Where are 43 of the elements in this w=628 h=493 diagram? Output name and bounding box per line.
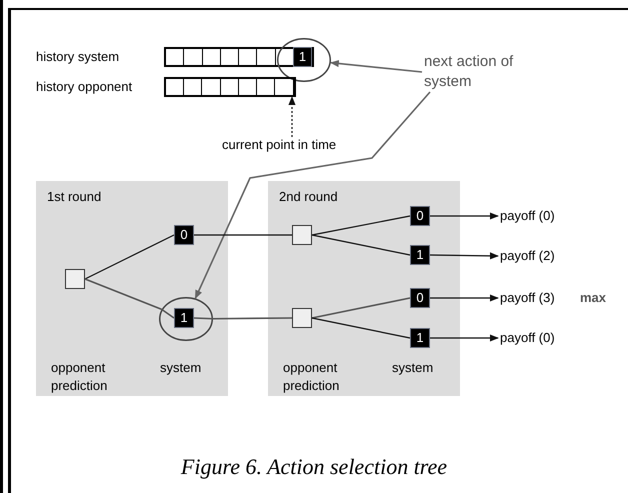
annotation-text: next action of system — [424, 52, 514, 92]
arrow — [288, 96, 296, 137]
arrow — [430, 252, 499, 260]
figure-caption: Figure 6. Action selection tree — [180, 453, 448, 481]
action-box: 1 — [410, 245, 430, 265]
connector-line — [84, 278, 162, 310]
connector-line — [194, 234, 292, 236]
row-label: history system — [36, 48, 120, 66]
action-box: 1 — [174, 308, 194, 328]
round-panel — [268, 181, 460, 396]
arrow — [430, 294, 499, 302]
prediction-box — [65, 269, 85, 289]
prediction-box — [292, 308, 312, 328]
column-label: opponent prediction — [51, 359, 108, 395]
connector-line — [213, 317, 292, 320]
payoff-label: payoff (0) — [500, 207, 556, 225]
connector-line — [312, 297, 410, 319]
payoff-label: payoff (0) — [500, 329, 556, 347]
arrow — [430, 212, 499, 220]
row-label: history opponent — [36, 78, 132, 96]
payoff-label: payoff (3) — [500, 289, 556, 307]
column-label: system — [392, 359, 434, 377]
action-box: 1 — [410, 328, 430, 348]
connector-line — [312, 215, 410, 236]
column-label: opponent prediction — [283, 359, 340, 395]
round-panel — [36, 181, 228, 396]
action-box: 0 — [410, 206, 430, 226]
arrow — [330, 60, 422, 73]
panel-heading: 1st round — [47, 188, 102, 206]
prediction-box — [292, 225, 312, 245]
panel-heading: 2nd round — [279, 188, 338, 206]
action-box: 1 — [293, 47, 312, 67]
connector-line — [312, 234, 410, 256]
connector-line — [312, 317, 410, 339]
column-label: system — [160, 359, 202, 377]
connector-line — [84, 234, 174, 280]
max-label: max — [580, 289, 606, 307]
payoff-label: payoff (2) — [500, 247, 556, 265]
action-box: 0 — [174, 225, 194, 245]
annotation-text: current point in time — [222, 137, 338, 153]
arrow — [430, 334, 499, 342]
arrow — [194, 91, 431, 300]
action-box: 0 — [410, 288, 430, 308]
